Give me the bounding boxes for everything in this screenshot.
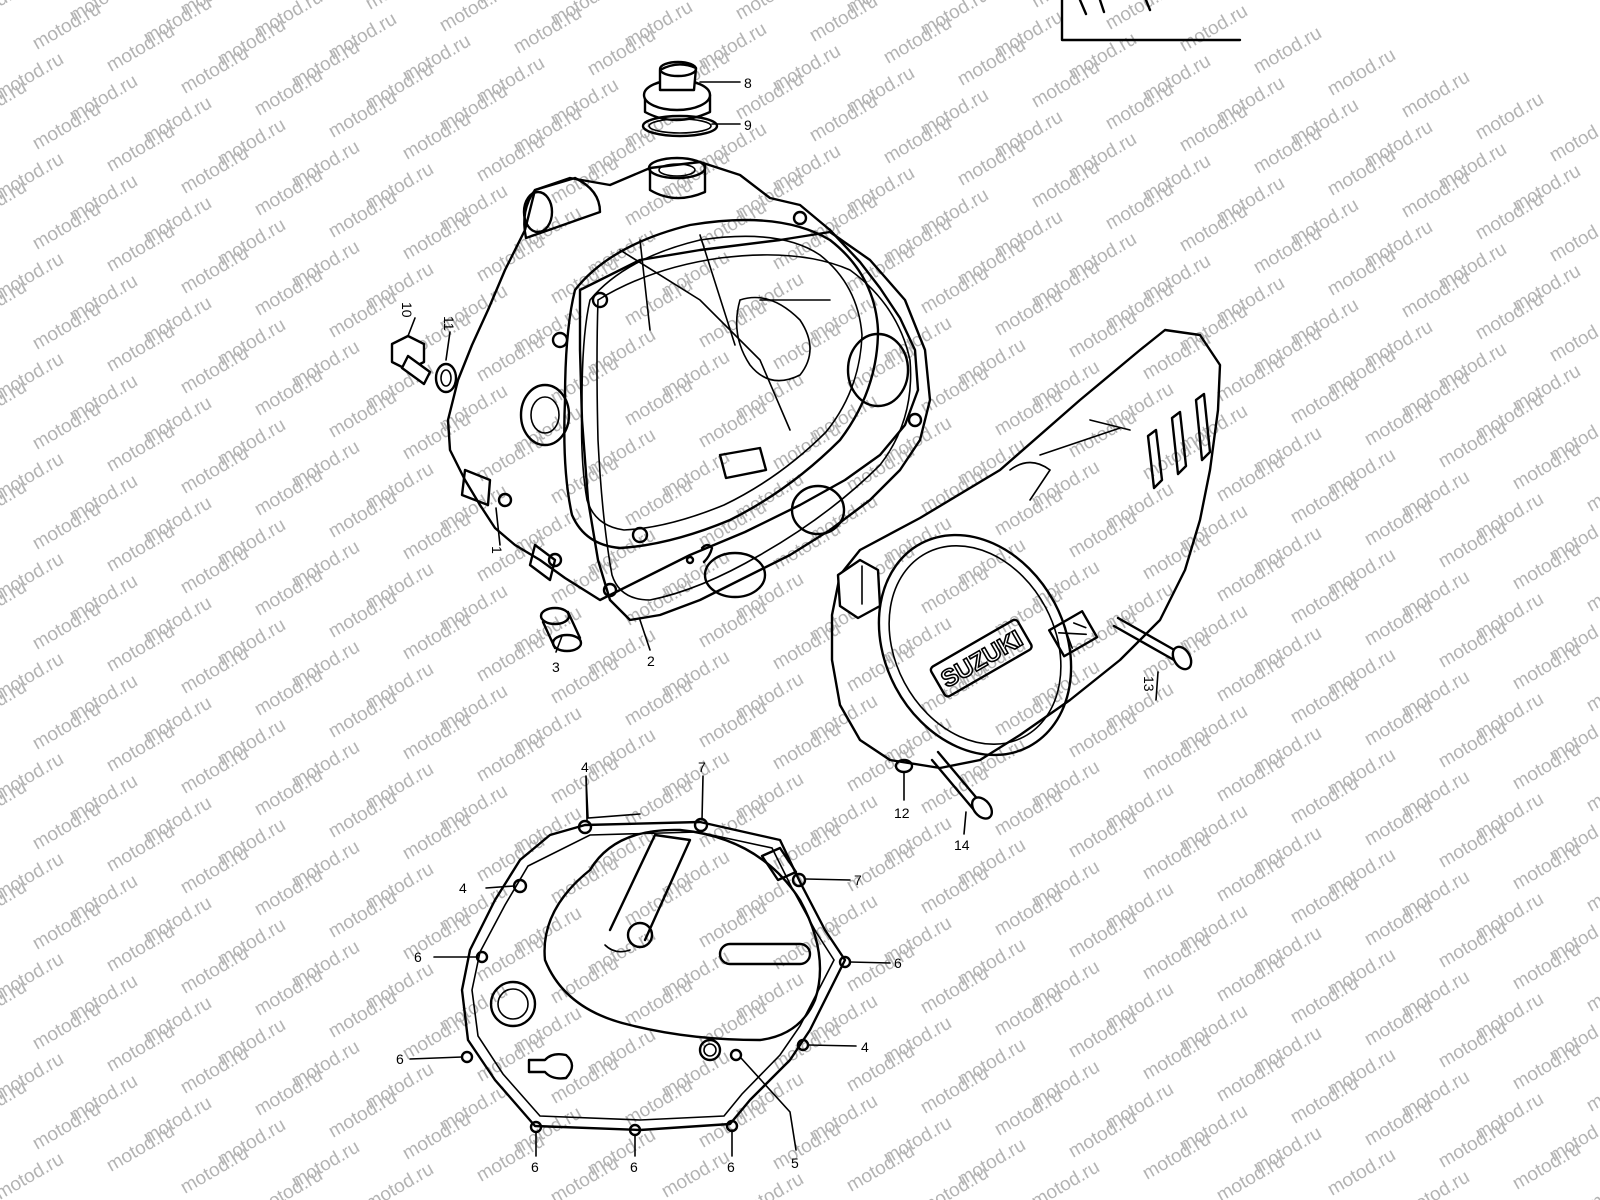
label-4a: 4 (581, 759, 589, 775)
label-12: 12 (894, 805, 910, 821)
gasket (578, 230, 932, 622)
label-10: 10 (399, 302, 415, 318)
label-6b: 6 (894, 955, 902, 971)
washer (434, 362, 458, 394)
oil-filler-cap (642, 60, 712, 122)
label-5: 5 (791, 1155, 799, 1171)
label-7a: 7 (698, 759, 706, 775)
dowel-pin (539, 606, 583, 653)
label-8: 8 (744, 75, 752, 91)
label-2: 2 (647, 653, 655, 669)
drain-bolt (390, 334, 432, 386)
label-1: 1 (489, 546, 505, 554)
label-3: 3 (552, 659, 560, 675)
label-6c: 6 (396, 1051, 404, 1067)
label-14: 14 (954, 837, 970, 853)
label-13: 13 (1141, 676, 1157, 692)
label-4b: 4 (459, 880, 467, 896)
label-9: 9 (744, 117, 752, 133)
label-11: 11 (441, 316, 457, 331)
label-6f: 6 (727, 1159, 735, 1175)
clutch-cover (460, 817, 852, 1137)
leader-lines (407, 81, 1159, 1157)
o-ring (641, 114, 719, 138)
crankcase-cover (446, 156, 923, 602)
generator-cover: SUZUKI (830, 328, 1222, 770)
label-6e: 6 (630, 1159, 638, 1175)
label-6d: 6 (531, 1159, 539, 1175)
label-4c: 4 (861, 1039, 869, 1055)
title-frame (1060, 0, 1242, 42)
label-7b: 7 (854, 872, 862, 888)
label-6a: 6 (414, 949, 422, 965)
